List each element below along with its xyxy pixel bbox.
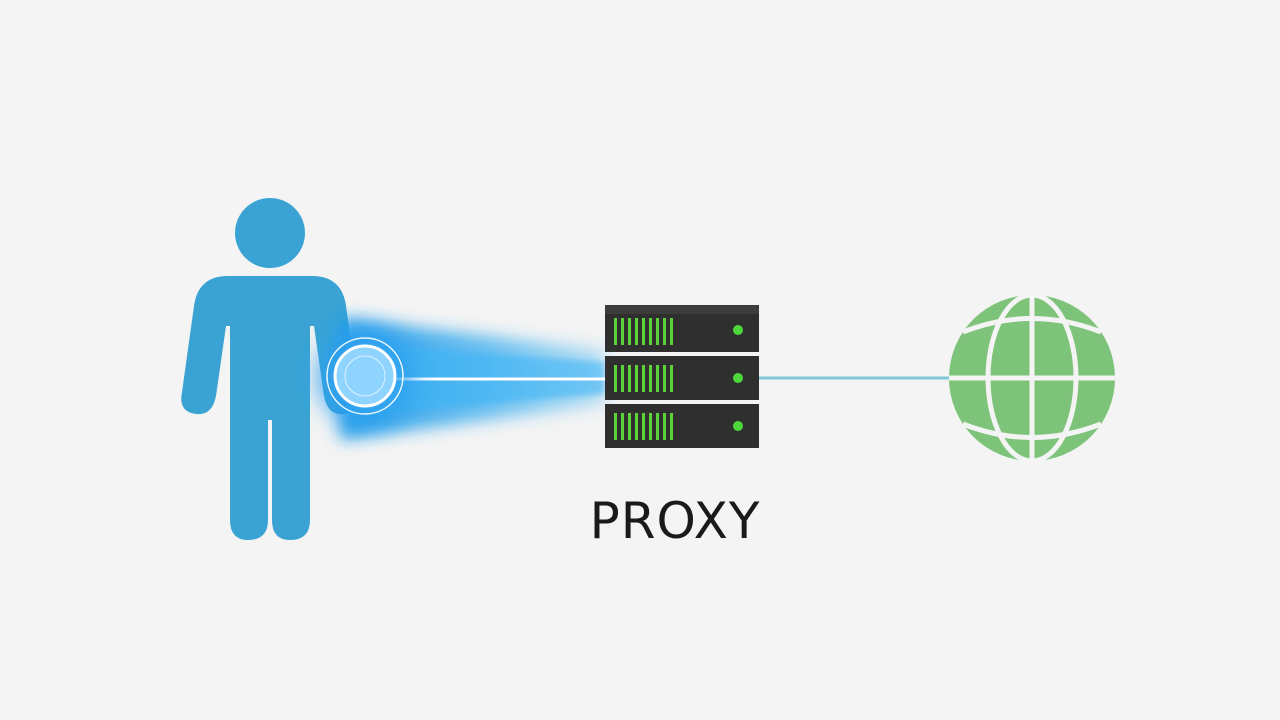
- server-unit-bottom: [605, 404, 759, 448]
- glowing-connection-node-icon: [303, 314, 427, 438]
- server-unit-top: [605, 305, 759, 352]
- proxy-label: PROXY: [589, 492, 761, 550]
- person-icon: [181, 198, 359, 540]
- server-unit-middle: [605, 356, 759, 400]
- server-rack-icon: [605, 305, 759, 448]
- globe-icon: [949, 292, 1115, 464]
